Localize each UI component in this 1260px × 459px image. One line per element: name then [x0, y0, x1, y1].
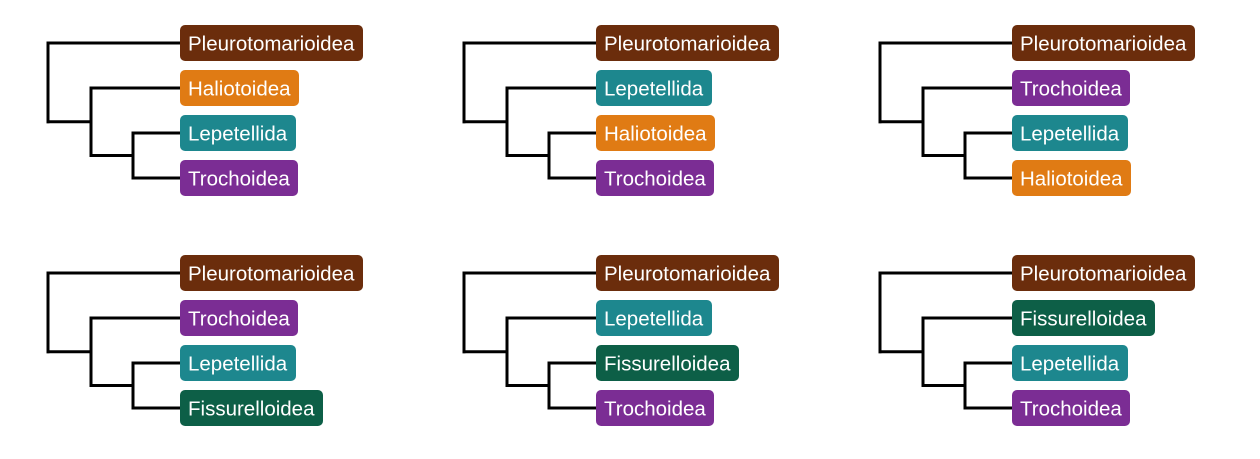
tip-label-box [596, 160, 714, 196]
tip-label: Fissurelloidea [596, 345, 739, 381]
tip-label-text: Pleurotomarioidea [1020, 263, 1187, 286]
tree-1: PleurotomarioideaHaliotoideaLepetellidaT… [46, 25, 363, 196]
tip-label-text: Fissurelloidea [188, 398, 315, 421]
tip-label: Pleurotomarioidea [180, 25, 363, 61]
tip-label-text: Pleurotomarioidea [1020, 33, 1187, 56]
tip-label: Trochoidea [180, 160, 298, 196]
tip-label-text: Trochoidea [604, 398, 706, 421]
tip-label-box [180, 390, 323, 426]
tip-label-box [596, 115, 715, 151]
tip-label-text: Lepetellida [1020, 123, 1120, 146]
tip-label-text: Lepetellida [188, 353, 288, 376]
tip-label: Lepetellida [180, 345, 296, 381]
tip-label-text: Lepetellida [604, 78, 704, 101]
tip-label: Haliotoidea [596, 115, 715, 151]
tip-label-box [180, 70, 299, 106]
tree-5: PleurotomarioideaLepetellidaFissurelloid… [462, 255, 779, 426]
tree-4: PleurotomarioideaTrochoideaLepetellidaFi… [46, 255, 363, 426]
tip-label-text: Trochoidea [1020, 398, 1122, 421]
tip-label: Haliotoidea [180, 70, 299, 106]
tree-2: PleurotomarioideaLepetellidaHaliotoideaT… [462, 25, 779, 196]
tip-label-box [1012, 160, 1131, 196]
tip-label-box [180, 255, 363, 291]
tip-label-text: Lepetellida [1020, 353, 1120, 376]
tip-label-box [596, 25, 779, 61]
tip-label-box [1012, 115, 1128, 151]
tip-label: Haliotoidea [1012, 160, 1131, 196]
tip-label: Lepetellida [1012, 115, 1128, 151]
tip-label-text: Haliotoidea [1020, 168, 1123, 191]
tree-3: PleurotomarioideaTrochoideaLepetellidaHa… [878, 25, 1195, 196]
tip-label-box [1012, 70, 1130, 106]
tip-label-text: Trochoidea [188, 308, 290, 331]
tip-label: Fissurelloidea [1012, 300, 1155, 336]
tip-label-text: Haliotoidea [188, 78, 291, 101]
tip-label-box [180, 115, 296, 151]
tip-label-box [596, 390, 714, 426]
tip-label: Fissurelloidea [180, 390, 323, 426]
tip-label-text: Trochoidea [604, 168, 706, 191]
tip-label-text: Pleurotomarioidea [604, 263, 771, 286]
tip-label-text: Trochoidea [1020, 78, 1122, 101]
tip-label-box [180, 160, 298, 196]
tip-label: Pleurotomarioidea [1012, 255, 1195, 291]
tip-label: Lepetellida [596, 70, 712, 106]
tip-label-text: Fissurelloidea [604, 353, 731, 376]
tip-label-box [1012, 255, 1195, 291]
tip-label-text: Lepetellida [188, 123, 288, 146]
tip-label-box [596, 255, 779, 291]
tip-label: Lepetellida [180, 115, 296, 151]
tip-label-text: Trochoidea [188, 168, 290, 191]
tip-label-text: Pleurotomarioidea [188, 33, 355, 56]
tip-label-box [596, 345, 739, 381]
tip-label-box [1012, 25, 1195, 61]
tip-label-text: Pleurotomarioidea [188, 263, 355, 286]
tip-label: Trochoidea [596, 390, 714, 426]
tip-label-text: Pleurotomarioidea [604, 33, 771, 56]
tip-label: Pleurotomarioidea [1012, 25, 1195, 61]
tip-label: Lepetellida [1012, 345, 1128, 381]
tip-label: Trochoidea [596, 160, 714, 196]
tree-6: PleurotomarioideaFissurelloideaLepetelli… [878, 255, 1195, 426]
tip-label-box [180, 300, 298, 336]
tip-label: Trochoidea [180, 300, 298, 336]
tip-label-text: Lepetellida [604, 308, 704, 331]
tip-label-box [1012, 345, 1128, 381]
tip-label: Pleurotomarioidea [596, 25, 779, 61]
tip-label-box [596, 300, 712, 336]
tip-label: Trochoidea [1012, 390, 1130, 426]
tip-label-box [596, 70, 712, 106]
tip-label-box [1012, 390, 1130, 426]
tip-label-box [180, 25, 363, 61]
tip-label: Trochoidea [1012, 70, 1130, 106]
tip-label-text: Haliotoidea [604, 123, 707, 146]
tip-label-box [1012, 300, 1155, 336]
tip-label: Pleurotomarioidea [596, 255, 779, 291]
tip-label: Pleurotomarioidea [180, 255, 363, 291]
tip-label-box [180, 345, 296, 381]
tip-label-text: Fissurelloidea [1020, 308, 1147, 331]
tip-label: Lepetellida [596, 300, 712, 336]
